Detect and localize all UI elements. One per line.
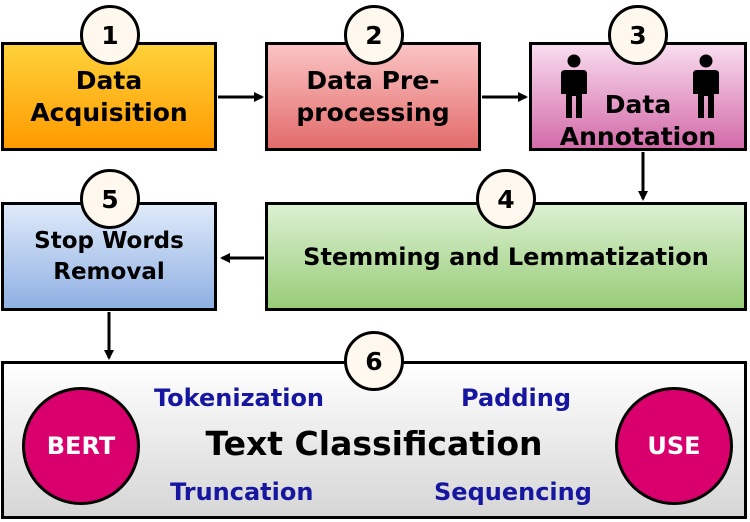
step-label-line: Data Pre- bbox=[306, 65, 440, 95]
model-label: USE bbox=[647, 432, 701, 460]
step-label-line: Stemming and Lemmatization bbox=[303, 242, 709, 271]
step-label-line: Data bbox=[75, 65, 143, 95]
step-label-line: Removal bbox=[53, 258, 165, 285]
step-number-badge: 4 bbox=[476, 169, 536, 229]
model-label: BERT bbox=[46, 432, 116, 460]
operation-tokenization: Tokenization bbox=[154, 384, 325, 412]
step-label-line: Data bbox=[604, 90, 672, 119]
person-icon bbox=[693, 54, 719, 118]
operation-padding: Padding bbox=[461, 384, 571, 412]
step-label-line: Annotation bbox=[559, 122, 717, 151]
operation-truncation: Truncation bbox=[170, 478, 314, 506]
step-label-line: processing bbox=[296, 97, 450, 127]
person-icon bbox=[561, 54, 587, 118]
step-label-line: Acquisition bbox=[30, 97, 188, 127]
step-number-badge: 3 bbox=[608, 5, 668, 65]
step-number-badge: 5 bbox=[80, 169, 140, 229]
step-text-classification: BERT USE Tokenization Padding Truncation… bbox=[1, 361, 747, 519]
operation-sequencing: Sequencing bbox=[434, 478, 592, 506]
classification-title: Text Classification bbox=[205, 424, 543, 463]
step-number-badge: 1 bbox=[80, 5, 140, 65]
step-label-line: Stop Words bbox=[34, 227, 184, 254]
step-number-badge: 2 bbox=[344, 5, 404, 65]
step-number-badge: 6 bbox=[344, 331, 404, 391]
model-bert: BERT bbox=[22, 387, 140, 505]
model-use: USE bbox=[615, 387, 733, 505]
